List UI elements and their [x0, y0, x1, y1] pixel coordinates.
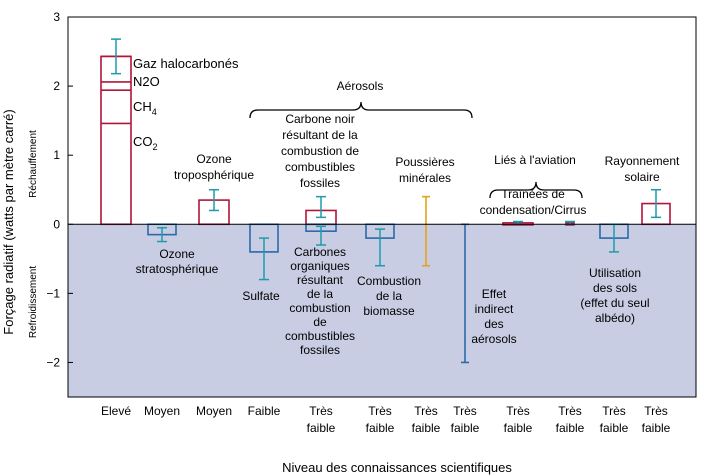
warming-label: Réchauffement — [28, 130, 39, 198]
strat-ozone-label: Ozone — [159, 247, 195, 261]
organic-carbon-label: combustibles — [285, 329, 355, 343]
segment-label: CH4 — [133, 99, 157, 117]
black-carbon-label: Carbone noir — [285, 112, 354, 126]
y-tick-label: −1 — [46, 286, 60, 300]
segment-label: Gaz halocarbonés — [133, 56, 239, 71]
x-category-label: faible — [451, 421, 480, 435]
x-category-label: Moyen — [144, 404, 180, 418]
x-axis-label: Niveau des connaissances scientifiques — [282, 460, 512, 475]
x-category-label: Très — [506, 404, 530, 418]
x-category-label: Très — [414, 404, 438, 418]
land-use-label: (effet du seul — [580, 296, 649, 310]
y-axis-label: Forçage radiatif (watts par mètre carré) — [1, 109, 16, 334]
x-category-label: faible — [556, 421, 585, 435]
x-category-label: Faible — [248, 404, 281, 418]
negative-region — [68, 224, 696, 397]
x-category-label: faible — [412, 421, 441, 435]
organic-carbon-label: résultant — [297, 273, 344, 287]
solar-label: solaire — [624, 170, 660, 184]
aerosol-indirect-label: aérosols — [471, 332, 516, 346]
organic-carbon-label: de — [313, 315, 327, 329]
organic-carbon-label: Carbones — [294, 245, 346, 259]
y-tick-label: −2 — [46, 355, 60, 369]
aviation-group-label: Liés à l'aviation — [494, 153, 576, 167]
land-use-label: des sols — [593, 281, 637, 295]
black-carbon-label: résultant de la — [282, 128, 358, 142]
aviation-brace — [489, 181, 583, 199]
land-use-label: Utilisation — [589, 266, 641, 280]
aerosol-indirect-label: indirect — [475, 302, 514, 316]
black-carbon-label: combustion de — [281, 144, 359, 158]
solar-label: Rayonnement — [605, 154, 680, 168]
x-category-label: faible — [600, 421, 629, 435]
segment-label: CO2 — [133, 134, 158, 152]
organic-carbon-label: organiques — [290, 259, 349, 273]
x-category-label: Moyen — [196, 404, 232, 418]
biomass-label: biomasse — [363, 304, 415, 318]
x-category-label: Elevé — [101, 404, 131, 418]
y-tick-label: 1 — [53, 148, 60, 162]
black-carbon-label: combustibles — [285, 160, 355, 174]
contrails-label: condensation/Cirrus — [480, 203, 587, 217]
x-category-label: faible — [366, 421, 395, 435]
y-tick-label: 2 — [53, 79, 60, 93]
biomass-label: de la — [376, 289, 402, 303]
organic-carbon-label: fossiles — [300, 343, 340, 357]
land-use-label: albédo) — [595, 311, 635, 325]
bars-layer — [100, 38, 671, 364]
trop-ozone-label: Ozone — [196, 152, 232, 166]
black-carbon-label: fossiles — [300, 176, 340, 190]
sulfate-label: Sulfate — [242, 289, 280, 303]
y-tick-label: 0 — [53, 217, 60, 231]
organic-carbon-label: combustion — [289, 301, 350, 315]
aerosols-brace — [249, 101, 473, 119]
dust-label: minérales — [399, 171, 451, 185]
x-category-label: Très — [558, 404, 582, 418]
x-category-label: Très — [309, 404, 333, 418]
biomass-label: Combustion — [357, 274, 421, 288]
x-category-label: Très — [644, 404, 668, 418]
segment-label: N2O — [133, 74, 160, 89]
cooling-label: Refroidissement — [28, 266, 39, 338]
x-category-label: faible — [504, 421, 533, 435]
strat-ozone-label: stratosphérique — [136, 262, 219, 276]
x-category-label: faible — [642, 421, 671, 435]
plot-frame — [67, 16, 697, 398]
aerosol-indirect-label: des — [484, 317, 503, 331]
dust-label: Poussières — [395, 155, 454, 169]
y-tick-label: 3 — [53, 10, 60, 24]
x-category-label: Très — [368, 404, 392, 418]
x-category-label: Très — [453, 404, 477, 418]
aerosol-indirect-label: Effet — [482, 287, 507, 301]
organic-carbon-label: de la — [307, 287, 333, 301]
trop-ozone-label: troposphérique — [174, 168, 254, 182]
x-category-label: Très — [602, 404, 626, 418]
x-category-label: faible — [307, 421, 336, 435]
aerosols-group-label: Aérosols — [337, 79, 384, 93]
